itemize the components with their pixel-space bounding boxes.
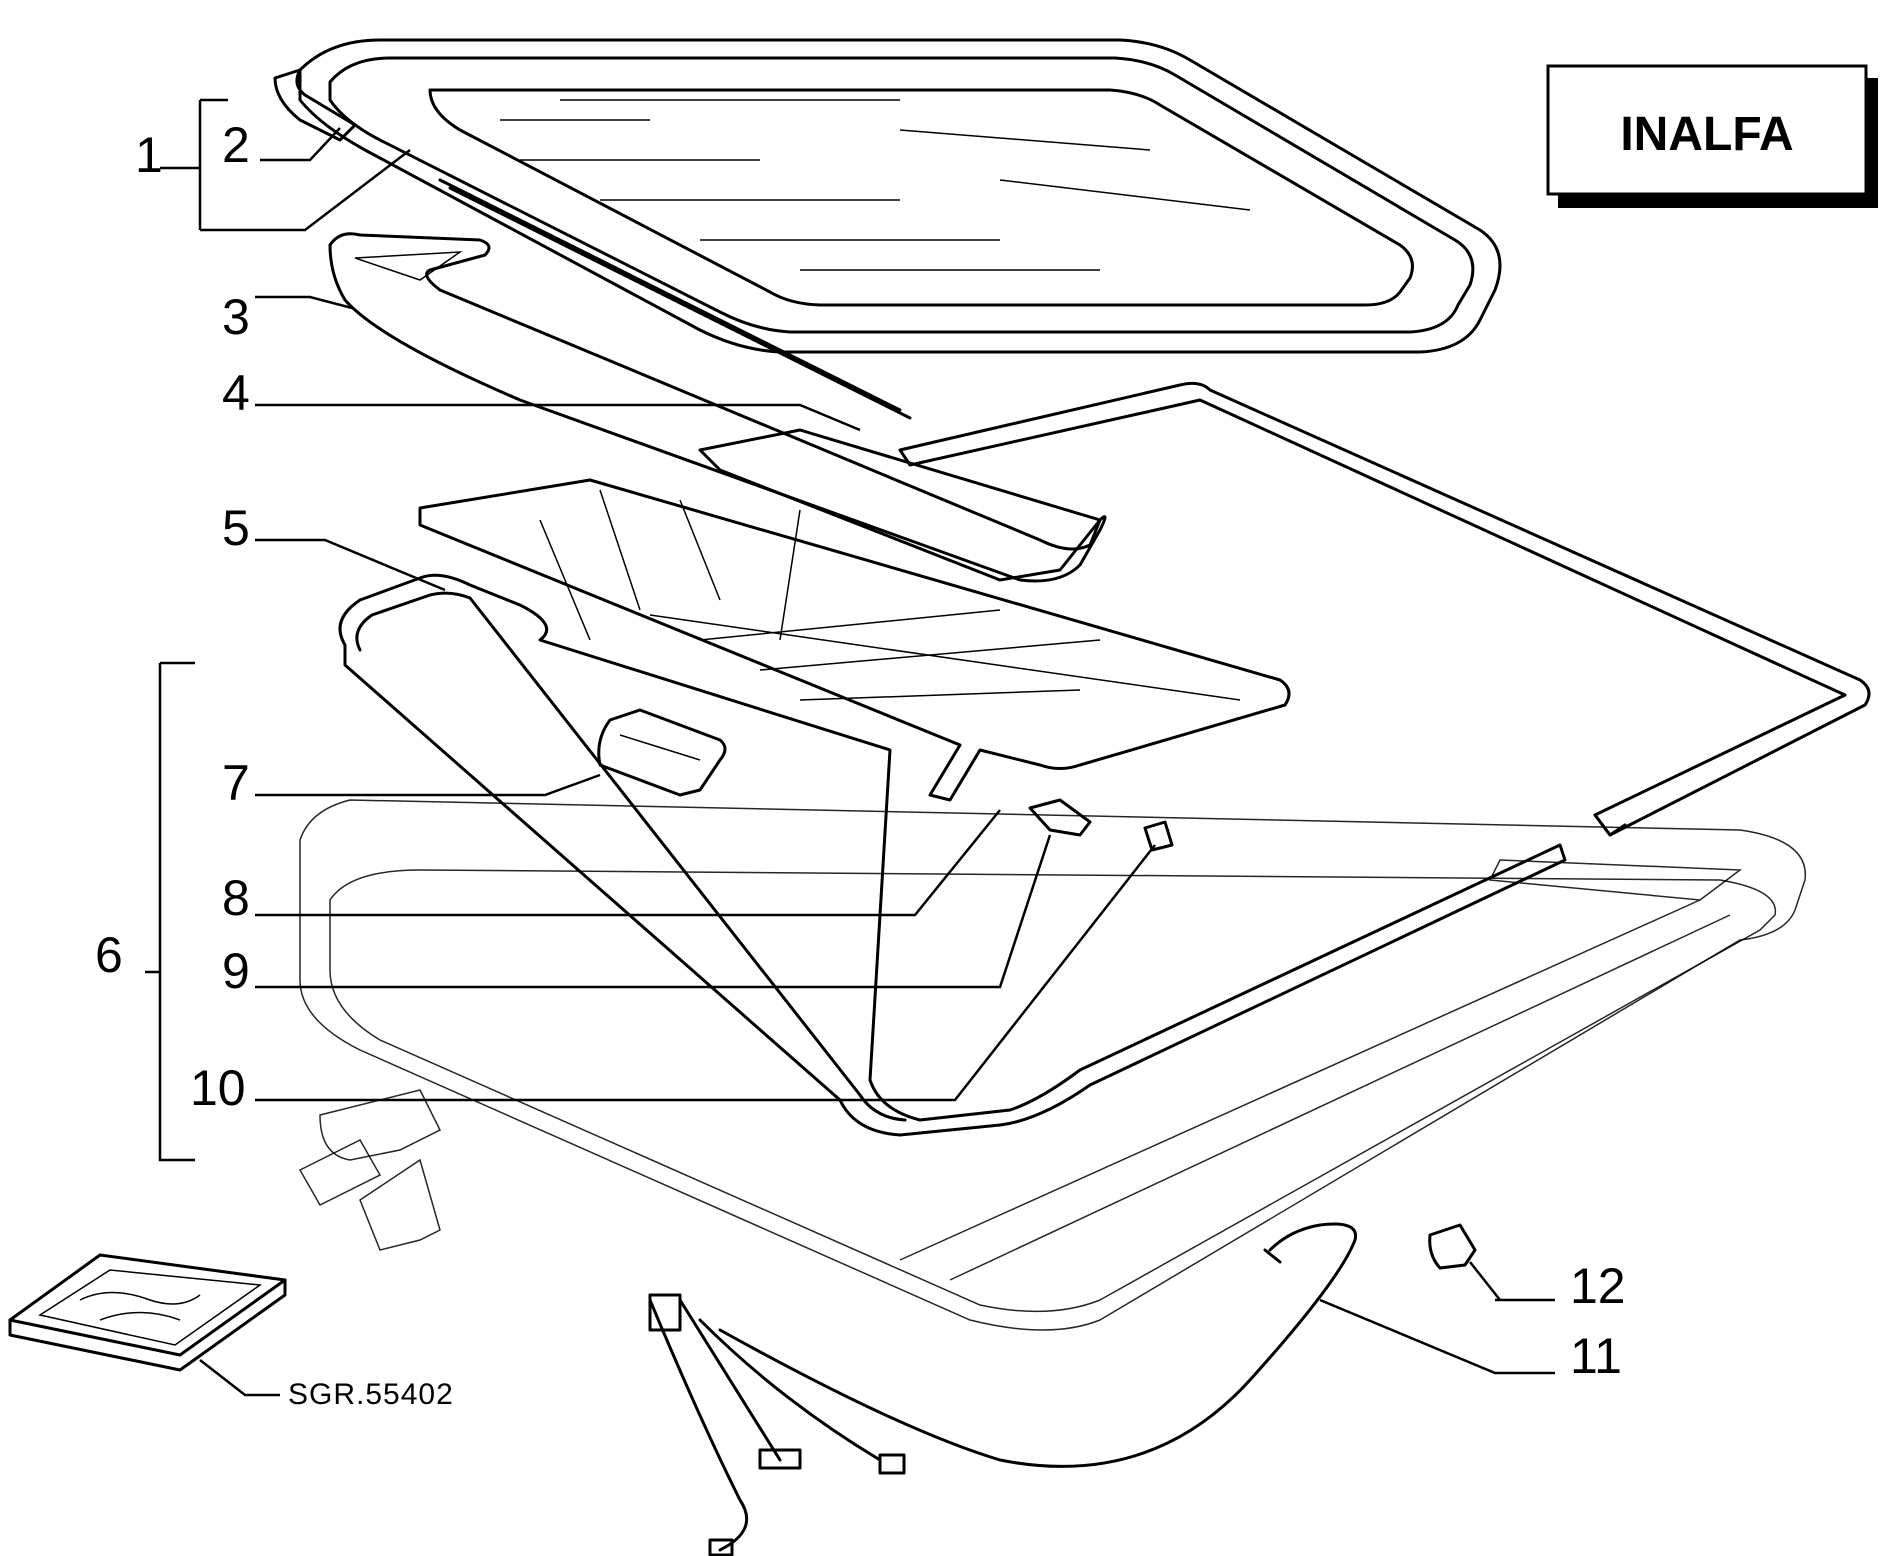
wiring-harness-part [648,1222,1358,1556]
brand-box: INALFA [1546,64,1878,208]
callout-7: 7 [222,755,250,811]
brand-label: INALFA [1620,108,1793,161]
callout-8: 8 [222,870,250,926]
lower-assembly-detail [298,1089,442,1251]
handle-part [597,708,727,797]
callout-4: 4 [222,365,250,421]
callout-2: 2 [222,117,250,173]
callout-1: 1 [135,127,163,183]
rear-frame-part [898,381,1871,837]
callout-9: 9 [222,943,250,999]
glass-panel-part [273,38,1502,420]
mechanism-frame-part [418,428,1291,802]
switch-part [1428,1223,1477,1270]
callout-6: 6 [95,927,123,983]
wind-deflector-part [328,232,1107,583]
callout-12: 12 [1570,1258,1626,1314]
frame-seal-part [299,573,1807,1331]
leader-lines [145,98,1555,1375]
callout-labels: 1 2 3 4 5 6 7 8 9 10 11 12 [95,117,1626,1384]
reference-inset: SGR.55402 [8,1253,454,1411]
callout-5: 5 [222,500,250,556]
callout-10: 10 [190,1060,246,1116]
callout-3: 3 [222,289,250,345]
callout-11: 11 [1570,1328,1622,1384]
reference-code-label: SGR.55402 [288,1378,454,1411]
small-clips-part [1028,798,1174,852]
